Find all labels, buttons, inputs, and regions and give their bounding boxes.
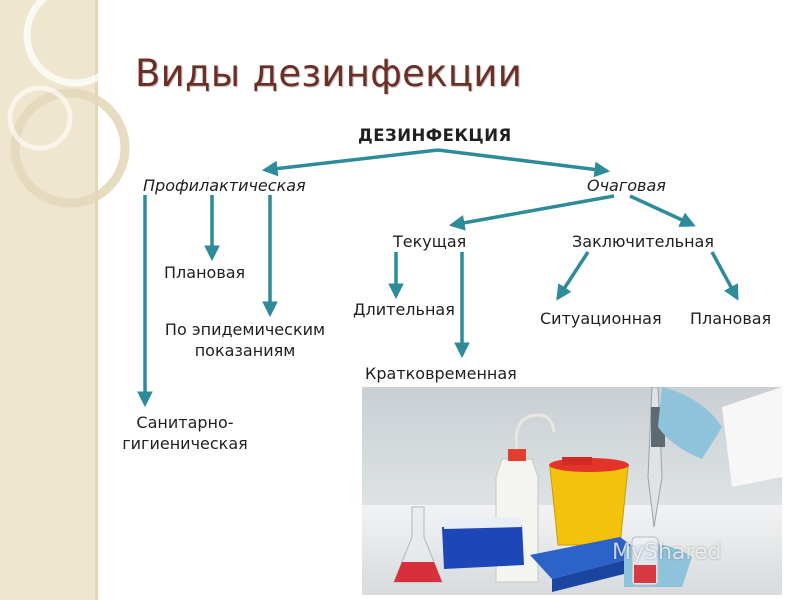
node-profilactic: Профилактическая [143, 176, 306, 195]
slide-title: Виды дезинфекции [135, 52, 523, 95]
arrow-root-to-focal [437, 148, 611, 178]
arrow-final-to-situational [556, 251, 590, 301]
arrow-focal-to-current [448, 194, 615, 231]
arrow-root-to-profilactic [261, 148, 439, 177]
node-sanitary: Санитарно- гигиеническая [115, 413, 255, 453]
lab-photo-illustration [362, 387, 782, 595]
node-long: Длительная [353, 300, 455, 319]
node-epidemic: По эпидемическим показаниям [160, 320, 330, 360]
lab-photo [362, 387, 782, 595]
node-sanitary-line1: Санитарно- [136, 413, 234, 432]
node-planned-profilactic: Плановая [164, 263, 246, 282]
arrow-focal-to-final [629, 194, 696, 227]
node-planned-final: Плановая [690, 309, 772, 328]
node-situational: Ситуационная [540, 309, 662, 328]
node-final: Заключительная [572, 232, 714, 251]
root-node: ДЕЗИНФЕКЦИЯ [358, 126, 512, 145]
node-focal: Очаговая [587, 176, 666, 195]
node-short: Кратковременная [365, 364, 517, 383]
node-current: Текущая [393, 232, 467, 251]
watermark-text: MyShared [612, 540, 722, 565]
node-epidemic-line1: По эпидемическим [164, 320, 326, 339]
band-edge [95, 0, 98, 600]
node-epidemic-line2: показаниям [194, 341, 296, 360]
arrow-final-to-planned [710, 251, 739, 301]
node-sanitary-line2: гигиеническая [122, 434, 248, 453]
decorative-circles [7, 0, 130, 208]
